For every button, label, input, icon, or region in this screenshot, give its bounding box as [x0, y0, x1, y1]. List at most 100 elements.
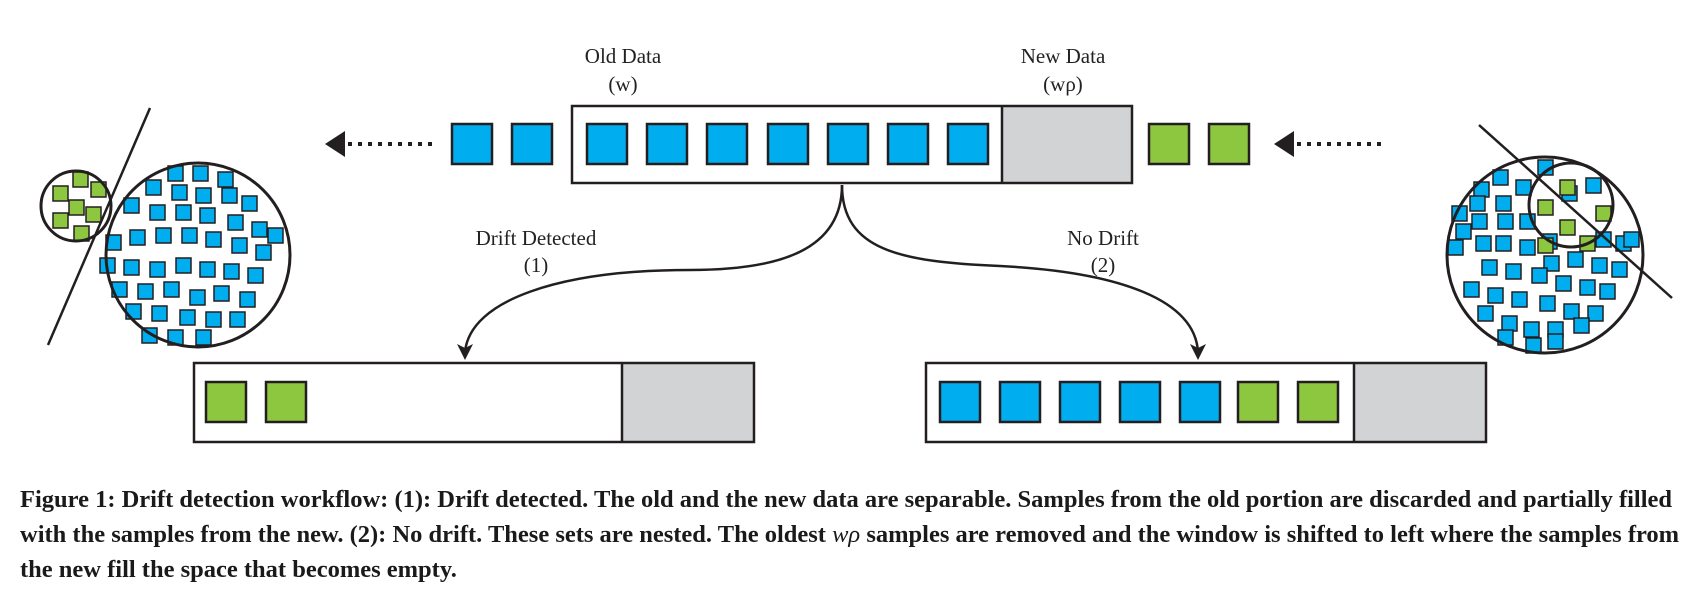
old-sample-square [195, 187, 212, 204]
new-sample-square [1595, 205, 1612, 222]
old-sample-square [179, 309, 196, 326]
drift-window-frame [192, 361, 756, 444]
old-sample-square [221, 187, 238, 204]
old-sample-square [181, 227, 198, 244]
figure-caption: Figure 1: Drift detection workflow: (1):… [20, 482, 1690, 587]
nodrift-branch-curve [840, 184, 1200, 353]
new-sample-square [1559, 179, 1576, 196]
drift-detected-label: Drift Detected [476, 226, 597, 250]
old-data-cluster-circle [104, 161, 292, 349]
drift-detected-number: (1) [524, 253, 549, 277]
no-drift-label: No Drift [1067, 226, 1139, 250]
new-sample-square [1296, 380, 1340, 424]
old-sample-square [450, 122, 494, 166]
old-sample-square [510, 122, 554, 166]
old-sample-square [826, 122, 870, 166]
no-drift-number: (2) [1091, 253, 1116, 277]
combined-cluster-circle [1445, 155, 1645, 355]
old-sample-square [1455, 223, 1472, 240]
old-sample-square [1547, 333, 1564, 350]
old-sample-square [1585, 177, 1602, 194]
old-sample-square [1178, 380, 1222, 424]
old-sample-square [129, 229, 146, 246]
old-sample-square [149, 261, 166, 278]
top-window-shaded-region [1002, 106, 1132, 183]
nodrift-branch-arrowhead-icon [1190, 344, 1206, 360]
nodrift-window-frame [924, 361, 1488, 444]
drift-branch-arrowhead-icon [457, 344, 473, 360]
caption-symbol: wρ [832, 521, 861, 548]
old-sample-square [199, 207, 216, 224]
old-sample-square [1587, 305, 1604, 322]
drift-detection-diagram: Old Data (w) New Data (wρ) Drift Detecte… [39, 44, 1673, 444]
new-sample-square [68, 199, 85, 216]
drift-branch-curve [463, 184, 844, 353]
old-sample-square [175, 204, 192, 221]
old-sample-square [1611, 261, 1628, 278]
new-sample-square [1236, 380, 1280, 424]
old-sample-square [1463, 281, 1480, 298]
old-sample-square [1523, 321, 1540, 338]
old-sample-square [1487, 287, 1504, 304]
old-sample-square [1539, 295, 1556, 312]
old-sample-square [205, 311, 222, 328]
old-sample-square [137, 283, 154, 300]
old-sample-square [223, 263, 240, 280]
new-sample-square [72, 171, 89, 188]
old-sample-square [123, 197, 140, 214]
new-sample-square [85, 206, 102, 223]
old-sample-square [1495, 195, 1512, 212]
old-sample-square [123, 259, 140, 276]
old-sample-square [163, 281, 180, 298]
incoming-arrow-icon [1274, 131, 1381, 157]
old-sample-square [1623, 231, 1640, 248]
old-sample-square [149, 204, 166, 221]
separating-line [46, 107, 152, 346]
top-window-frame [570, 104, 1134, 185]
old-sample-square [1579, 279, 1596, 296]
old-sample-square [1495, 235, 1512, 252]
old-sample-square [1567, 251, 1584, 268]
caption-text-start: Figure 1: Drift detection workflow: (1):… [20, 486, 1673, 548]
old-sample-square [155, 227, 172, 244]
old-sample-square [946, 122, 990, 166]
new-sample-square [1559, 219, 1576, 236]
old-sample-square [1447, 239, 1464, 256]
new-sample-square [52, 185, 69, 202]
old-sample-square [1497, 213, 1514, 230]
old-sample-square [1515, 179, 1532, 196]
old-sample-square [267, 227, 284, 244]
old-sample-square [229, 311, 246, 328]
outgoing-arrow-icon [325, 131, 432, 157]
old-sample-square [705, 122, 749, 166]
old-sample-square [1563, 303, 1580, 320]
old-sample-square [1477, 305, 1494, 322]
old-sample-square [1595, 231, 1612, 248]
old-sample-square [255, 244, 272, 261]
old-sample-square [1058, 380, 1102, 424]
non-separating-line [1478, 124, 1673, 299]
old-sample-square [251, 221, 268, 238]
old-sample-square [151, 305, 168, 322]
new-data-param: (wρ) [1043, 72, 1083, 96]
old-sample-square [938, 380, 982, 424]
old-sample-square [175, 257, 192, 274]
old-sample-square [192, 165, 209, 182]
old-sample-square [585, 122, 629, 166]
caption-text-end: samples are removed and the window is sh… [20, 521, 1680, 583]
old-sample-square [1492, 169, 1509, 186]
sample-squares [52, 122, 1640, 424]
old-sample-square [1469, 195, 1486, 212]
new-sample-square [1207, 122, 1251, 166]
drift-window-shaded-region [622, 363, 754, 442]
old-sample-square [241, 195, 258, 212]
old-sample-square [998, 380, 1042, 424]
old-sample-square [145, 179, 162, 196]
old-sample-square [1505, 263, 1522, 280]
old-sample-square [213, 285, 230, 302]
new-sample-square [264, 380, 308, 424]
old-data-title: Old Data [585, 44, 662, 68]
old-sample-square [227, 214, 244, 231]
old-sample-square [1511, 291, 1528, 308]
old-sample-square [231, 237, 248, 254]
